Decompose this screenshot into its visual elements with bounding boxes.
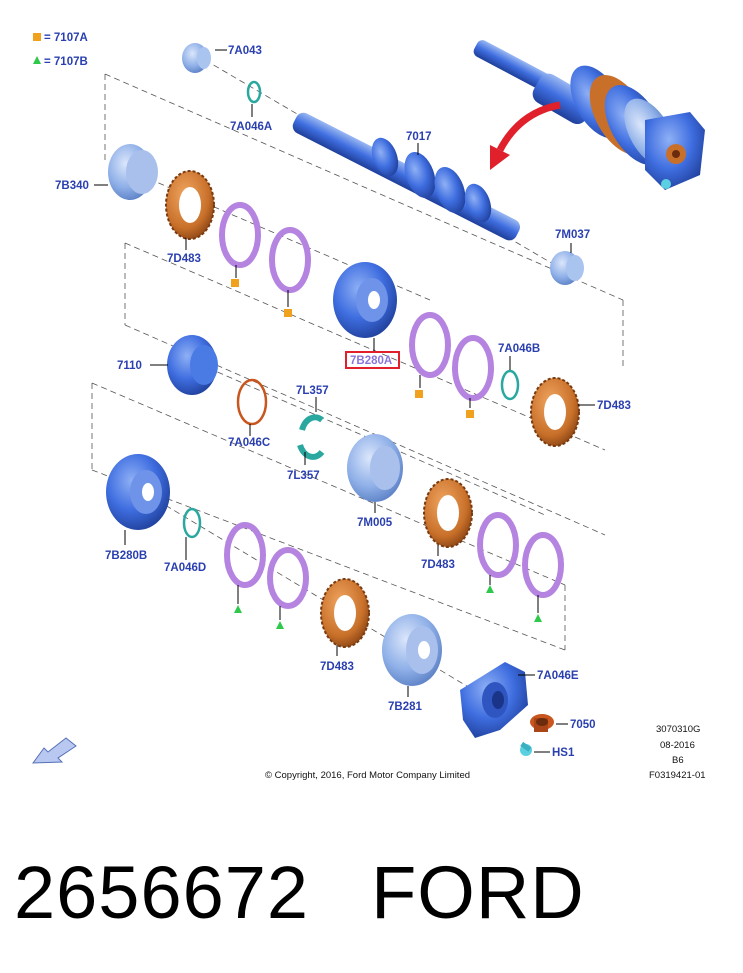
part-synchro-ring-3 — [409, 312, 451, 378]
part-7A043 — [182, 43, 211, 73]
part-7D483-3 — [423, 478, 473, 548]
part-7050 — [530, 714, 554, 732]
part-7017-shaft — [292, 112, 520, 241]
label-7A046C: 7A046C — [228, 437, 270, 449]
part-7B280A — [333, 262, 397, 338]
square-marker-icon — [33, 33, 41, 41]
label-7A046D: 7A046D — [164, 562, 206, 574]
part-7A046D — [182, 507, 202, 539]
drawing-ref: F0319421-01 — [649, 770, 706, 781]
part-7B280B — [106, 454, 170, 530]
part-7B281 — [382, 614, 442, 686]
label-7L357-bottom: 7L357 — [287, 470, 320, 482]
part-7A046E — [460, 662, 528, 738]
brand-name: FORD — [371, 851, 585, 934]
part-number: 2656672 — [14, 851, 310, 934]
label-7D483-3: 7D483 — [421, 559, 455, 571]
label-7B280B: 7B280B — [105, 550, 147, 562]
triangle-marker-icon — [534, 614, 542, 622]
label-7M005: 7M005 — [357, 517, 393, 529]
gearbox-assembly-illustration — [473, 40, 705, 190]
label-7110: 7110 — [117, 360, 142, 372]
triangle-marker-icon — [33, 56, 41, 64]
part-7A046C — [236, 378, 268, 426]
part-7D483-4 — [320, 578, 370, 648]
part-synchro-ring-2 — [269, 227, 311, 293]
label-7B340: 7B340 — [55, 180, 89, 192]
highlight-box — [345, 351, 400, 369]
drawing-date: 08-2016 — [660, 740, 695, 751]
part-7A046B — [500, 369, 520, 401]
label-7A043: 7A043 — [228, 45, 262, 57]
legend-7107A: = 7107A — [44, 32, 88, 44]
part-7L357 — [297, 414, 325, 460]
triangle-marker-icon — [234, 605, 242, 613]
label-7D483-1: 7D483 — [167, 253, 201, 265]
square-marker-icon — [231, 279, 239, 287]
label-7D483-2: 7D483 — [597, 400, 631, 412]
part-7A046A — [246, 80, 262, 104]
part-7B340 — [108, 144, 158, 200]
triangle-marker-icon — [486, 585, 494, 593]
part-synchro-ring-1 — [219, 202, 261, 268]
label-7B280A: 7B280A — [350, 355, 392, 367]
label-7M037: 7M037 — [555, 229, 590, 241]
label-7050: 7050 — [570, 719, 596, 731]
arrow-head-icon — [490, 145, 510, 170]
footer: 2656672 FORD — [14, 850, 585, 935]
drawing-code: 3070310G — [656, 724, 700, 735]
part-7D483-2 — [530, 377, 580, 447]
legend: = 7107A = 7107B — [33, 32, 88, 68]
label-7017: 7017 — [406, 131, 432, 143]
part-7M037 — [550, 251, 584, 285]
part-synchro-ring-5 — [477, 512, 519, 578]
label-HS1: HS1 — [552, 747, 575, 759]
part-7M005 — [347, 434, 403, 502]
part-synchro-ring-8 — [267, 547, 309, 609]
part-HS1 — [520, 741, 532, 756]
square-marker-icon — [415, 390, 423, 398]
part-7D483-1 — [165, 170, 215, 240]
label-7B281: 7B281 — [388, 701, 422, 713]
label-7A046E: 7A046E — [537, 670, 579, 682]
drawing-rev: B6 — [672, 755, 684, 766]
copyright: © Copyright, 2016, Ford Motor Company Li… — [265, 770, 470, 781]
part-7110 — [167, 335, 218, 395]
legend-7107B: = 7107B — [44, 56, 88, 68]
label-7D483-4: 7D483 — [320, 661, 354, 673]
view-direction-arrow-icon — [31, 737, 77, 764]
part-synchro-ring-4 — [452, 335, 494, 401]
square-marker-icon — [284, 309, 292, 317]
label-7A046A: 7A046A — [230, 121, 272, 133]
direction-arrow-icon — [496, 101, 561, 152]
part-synchro-ring-6 — [522, 532, 564, 598]
triangle-marker-icon — [276, 621, 284, 629]
label-7A046B: 7A046B — [498, 343, 540, 355]
part-synchro-ring-7 — [224, 522, 266, 588]
label-7L357-top: 7L357 — [296, 385, 329, 397]
square-marker-icon — [466, 410, 474, 418]
